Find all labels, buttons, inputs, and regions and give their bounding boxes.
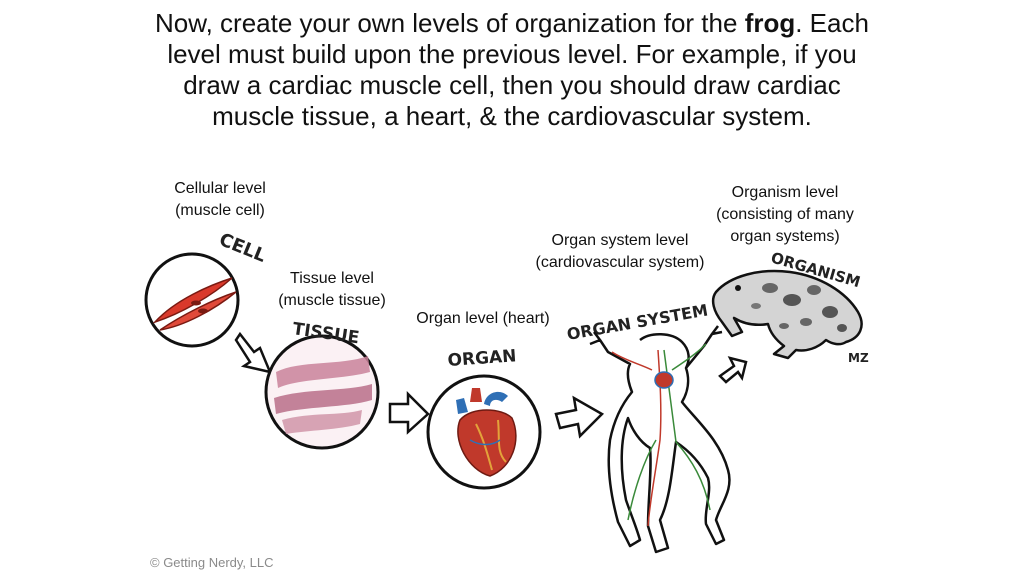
organ-system-drawing-label: ORGAN SYSTEM [565, 300, 709, 344]
caption-organ-line1: Organ level (heart) [416, 310, 550, 327]
caption-organ-level: Organ level (heart) [398, 308, 568, 330]
cell-drawing-label: CELL [216, 229, 269, 267]
organ-drawing: ORGAN [426, 346, 542, 490]
caption-system-line1: Organ system level [551, 232, 689, 249]
tissue-drawing: TISSUE [264, 319, 380, 450]
caption-organism-line3: organ systems) [730, 228, 840, 245]
caption-cellular-line2: (muscle cell) [175, 202, 265, 219]
caption-tissue-level: Tissue level (muscle tissue) [262, 268, 402, 312]
caption-cellular-level: Cellular level (muscle cell) [150, 178, 290, 222]
caption-cellular-line1: Cellular level [174, 180, 266, 197]
caption-organism-level: Organism level (consisting of many organ… [700, 182, 870, 248]
title-bold-word: frog [744, 8, 796, 38]
organ-drawing-label: ORGAN [447, 346, 517, 371]
arrow-cell-to-tissue [234, 331, 273, 374]
cell-drawing: CELL [144, 229, 269, 348]
copyright-footer: © Getting Nerdy, LLC [150, 555, 274, 570]
caption-organism-line1: Organism level [731, 184, 839, 201]
caption-organism-line2: (consisting of many [716, 206, 854, 223]
arrow-organ-to-system [554, 395, 605, 439]
caption-tissue-line2: (muscle tissue) [278, 292, 386, 309]
organism-signature: MZ [848, 351, 869, 365]
arrow-tissue-to-organ [388, 390, 430, 435]
caption-tissue-line1: Tissue level [290, 270, 374, 287]
caption-system-line2: (cardiovascular system) [535, 254, 705, 271]
title-text-end: . Each level must build upon the previou… [167, 8, 869, 131]
title-text-start: Now, create your own levels of organizat… [155, 8, 745, 38]
caption-organ-system-level: Organ system level (cardiovascular syste… [520, 230, 720, 274]
organism-drawing: ORGANISM MZ [711, 249, 869, 365]
slide-title: Now, create your own levels of organizat… [150, 8, 874, 132]
arrow-system-to-organism [718, 356, 748, 384]
